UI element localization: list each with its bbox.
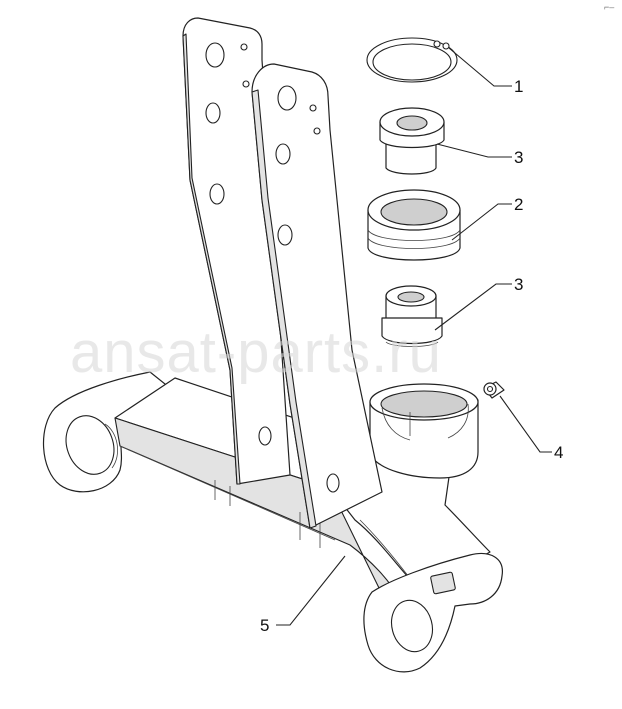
bracket-assembly: [43, 17, 503, 673]
rear-plate-hole-2: [205, 102, 221, 124]
grease-nipple: [483, 381, 505, 399]
bearing: [367, 189, 461, 261]
front-plate-hole-3: [277, 224, 293, 246]
rear-plate-pin-1: [240, 43, 248, 51]
bushing-bottom: [381, 285, 443, 347]
leader-lines: [276, 47, 552, 626]
callout-1: 1: [514, 77, 523, 96]
leader-5: [276, 555, 346, 626]
right-eye-hole: [390, 599, 434, 653]
leader-4: [499, 395, 552, 453]
bushing-top: [379, 107, 445, 175]
corner-mark: ⌐–: [604, 2, 614, 12]
front-plate-pin-2: [313, 127, 321, 135]
retaining-ring: [366, 37, 458, 83]
rear-plate-edge: [182, 33, 241, 485]
callout-2: 2: [514, 195, 523, 214]
callout-5: 5: [260, 616, 269, 635]
rear-plate-pin-2: [242, 80, 250, 88]
rear-plate-hole-1: [205, 42, 225, 68]
front-plate-hole-2: [275, 143, 291, 165]
leader-2: [451, 203, 512, 241]
front-upright-plate: [251, 63, 383, 529]
leader-1: [448, 47, 512, 87]
pivot-bore: [380, 390, 468, 418]
front-plate-pin-1: [309, 104, 317, 112]
stop-block: [430, 571, 456, 595]
pivot-housing: [369, 399, 479, 479]
left-eye-hole: [65, 415, 115, 475]
watermark-text: ansat-parts.ru: [70, 320, 442, 385]
callout-3-top: 3: [514, 148, 523, 167]
callout-4: 4: [554, 443, 563, 462]
right-mount-eye: [363, 553, 503, 673]
rear-plate-hole-4: [258, 426, 272, 446]
rear-plate-hole-3: [209, 183, 225, 205]
leader-3-top: [436, 143, 512, 158]
front-plate-hole-1: [277, 85, 297, 111]
front-plate-edge: [251, 89, 317, 529]
callout-3-bottom: 3: [514, 275, 523, 294]
front-plate-hole-4: [326, 473, 340, 493]
leader-3-bottom: [434, 283, 512, 331]
